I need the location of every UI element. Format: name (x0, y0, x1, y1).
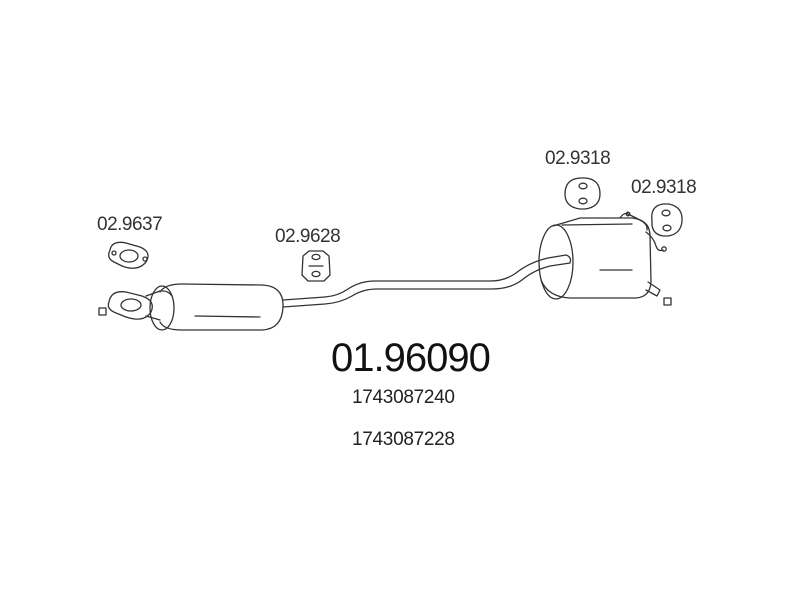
front-hanger-part (301, 250, 331, 282)
part-label-rear-hanger-2: 02.9318 (631, 177, 697, 198)
assembly-part-number: 01.96090 (331, 336, 491, 380)
part-label-flange-gasket: 02.9637 (97, 214, 163, 235)
oem-number-1: 1743087240 (352, 387, 455, 408)
part-label-rear-hanger-1: 02.9318 (545, 148, 611, 169)
oem-number-2: 1743087228 (352, 429, 455, 450)
rear-end-marker (663, 297, 672, 306)
rear-hanger-part-1 (564, 177, 601, 210)
rear-hanger-part-2 (651, 203, 683, 237)
exhaust-assembly (107, 211, 667, 331)
part-label-front-hanger: 02.9628 (275, 226, 341, 247)
front-end-marker (98, 307, 107, 316)
flange-gasket-part (108, 241, 149, 269)
